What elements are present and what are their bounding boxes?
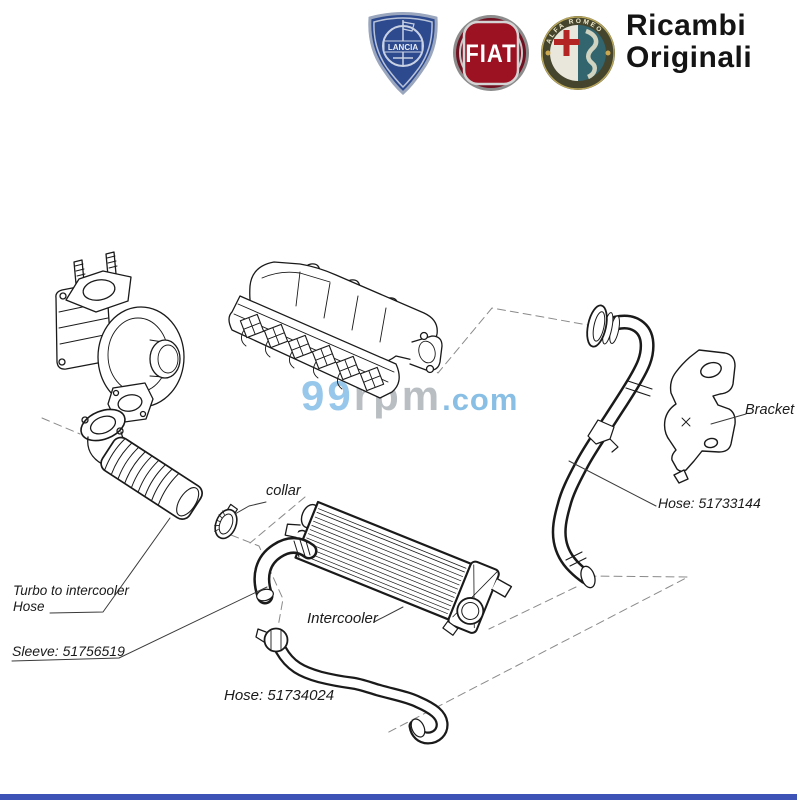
collar-label: collar bbox=[266, 483, 301, 499]
lancia-logo-text: LANCIA bbox=[388, 43, 418, 52]
manifold-runner-ports bbox=[239, 313, 385, 392]
alignment-dashes bbox=[41, 307, 689, 735]
collar-drawing bbox=[214, 503, 238, 540]
turbocharger-drawing bbox=[55, 251, 185, 424]
intake-manifold-drawing bbox=[228, 261, 443, 399]
turbo-hose-label-line1: Turbo to intercooler bbox=[13, 583, 130, 598]
intercooler-label: Intercooler bbox=[307, 610, 378, 627]
bracket-drawing bbox=[663, 349, 736, 484]
turbo-hose-label: Turbo to intercooler Hose bbox=[13, 583, 129, 615]
turbo-hose-drawing bbox=[80, 408, 203, 520]
brand-text-line1: Ricambi bbox=[626, 9, 747, 42]
intercooler-drawing bbox=[284, 500, 513, 636]
brand-text: Ricambi Originali bbox=[626, 10, 752, 74]
brand-header: LANCIA FIAT ALFA ROMEO bbox=[0, 0, 797, 110]
hose-51734024-drawing bbox=[255, 627, 449, 745]
sleeve-hose-drawing bbox=[253, 536, 318, 605]
label-leader-lines bbox=[11, 413, 747, 662]
lancia-logo-icon: LANCIA bbox=[368, 12, 438, 96]
fiat-logo-icon: FIAT bbox=[453, 15, 529, 91]
brand-text-line2: Originali bbox=[626, 41, 753, 74]
alfa-romeo-logo-icon: ALFA ROMEO bbox=[541, 16, 615, 90]
fiat-logo-text: FIAT bbox=[465, 41, 516, 69]
watermark-part3: .com bbox=[442, 382, 519, 417]
footer-bar bbox=[0, 794, 797, 800]
hose-51733144-label: Hose: 51733144 bbox=[658, 495, 761, 511]
bracket-label: Bracket bbox=[745, 402, 795, 418]
sleeve-label: Sleeve: 51756519 bbox=[12, 643, 125, 659]
hose-51734024-label: Hose: 51734024 bbox=[224, 687, 335, 704]
hose-51733144-drawing bbox=[551, 304, 655, 589]
turbo-hose-label-line2: Hose bbox=[13, 599, 45, 614]
